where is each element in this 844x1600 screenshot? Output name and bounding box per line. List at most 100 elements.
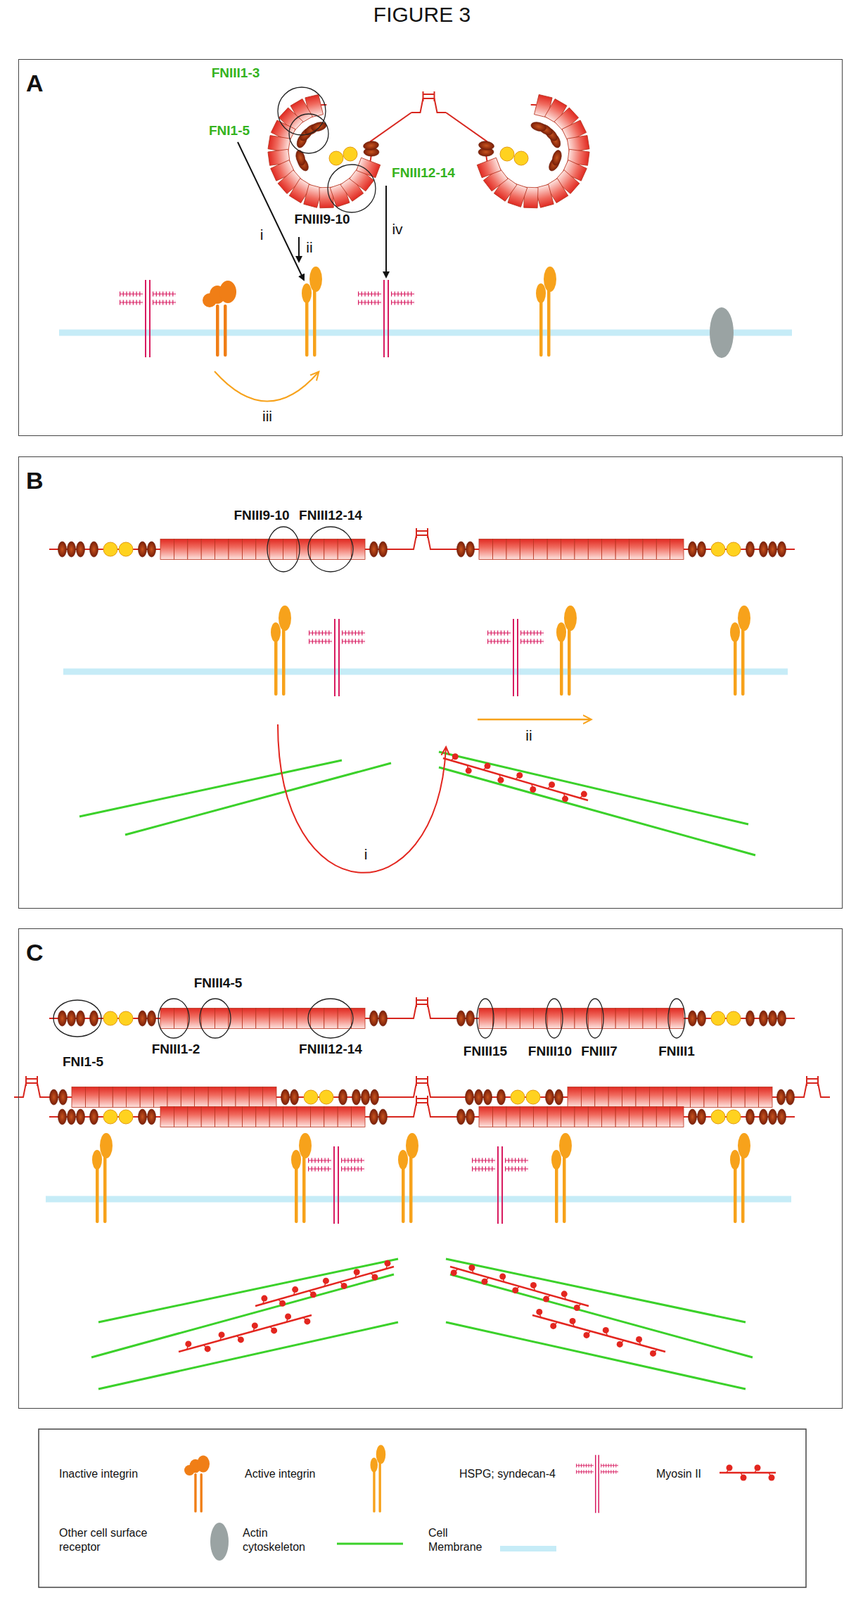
fniii-domain <box>615 1107 629 1128</box>
fnii-domain <box>118 1109 133 1124</box>
fni-domain <box>58 1010 67 1027</box>
domain-label: FNIII12-14 <box>298 507 363 524</box>
panel-letter: C <box>26 938 44 967</box>
disulfide-link <box>387 1076 457 1098</box>
fni-domain <box>759 1109 769 1125</box>
domain-label: FNIII7 <box>580 1043 618 1060</box>
actin-swatch <box>336 1543 404 1546</box>
figure-title: FIGURE 3 <box>373 2 471 27</box>
fniii-domain <box>180 1087 195 1108</box>
fni-domain <box>49 1089 59 1105</box>
fniii-domain <box>587 1107 602 1128</box>
arrow-ii <box>298 237 300 262</box>
fniii-domain <box>690 1087 705 1108</box>
myosin-head <box>602 1327 610 1334</box>
myosin-head <box>497 777 504 784</box>
link-bar <box>416 1076 428 1086</box>
fnii-domain <box>118 1011 133 1026</box>
domain-label: FNIII12-14 <box>298 1041 363 1058</box>
fniii-domain <box>296 1107 311 1128</box>
fniii-domain <box>235 1087 249 1108</box>
disulfide-link <box>387 1095 457 1117</box>
fniii-domain <box>506 539 520 560</box>
myosin-head <box>754 1465 762 1472</box>
myosin-head <box>481 1278 488 1285</box>
fni-domain <box>379 1010 388 1027</box>
fni-domain <box>786 1089 795 1105</box>
fni-domain <box>370 1089 380 1105</box>
myosin-head <box>516 772 523 779</box>
fni-domain <box>76 541 86 558</box>
fni-domain <box>554 1089 564 1105</box>
fibronectin-chain <box>456 1107 795 1128</box>
domain-circle <box>545 998 563 1039</box>
domain-circle <box>53 1000 102 1037</box>
active-integrin <box>301 266 323 357</box>
fniii-domain <box>587 539 602 560</box>
fniii-domain <box>99 1087 113 1108</box>
myosin-head <box>569 1318 577 1325</box>
active-integrin <box>291 1133 312 1224</box>
myosin-filament <box>719 1465 776 1482</box>
myosin-head <box>583 1332 590 1339</box>
fni-domain <box>379 541 388 558</box>
fnii-domain <box>319 1090 334 1105</box>
panel-box: B <box>18 456 843 909</box>
disulfide-link <box>387 528 457 550</box>
domain-circle <box>668 998 686 1039</box>
fnii-domain <box>103 1011 118 1026</box>
link-bar <box>416 1095 428 1106</box>
hspg-symbol <box>471 1146 529 1224</box>
myosin-head <box>580 791 588 798</box>
fniii-domain <box>676 1087 690 1108</box>
myosin-head <box>573 1304 581 1312</box>
active-integrin <box>556 605 577 696</box>
fni-domain <box>369 1010 379 1027</box>
fniii-domain <box>628 1008 643 1029</box>
legend-swatches <box>38 1429 807 1588</box>
fniii-domain <box>201 1008 215 1029</box>
panel-box: C <box>18 928 843 1409</box>
fni-domain <box>497 1089 506 1105</box>
legend-box <box>38 1429 807 1588</box>
myosin-head <box>530 1282 537 1289</box>
fni-domain <box>362 140 380 152</box>
step-numeral: iv <box>391 220 403 238</box>
fniii-domain <box>241 539 256 560</box>
domain-circle <box>586 998 604 1039</box>
fibronectin-chain <box>456 1008 795 1029</box>
fniii-domain <box>580 1087 595 1108</box>
fniii-domain <box>615 539 629 560</box>
fni-domain <box>138 541 147 558</box>
myosin-filament <box>255 1260 394 1307</box>
domain-label: FNIII1-3 <box>211 65 261 81</box>
fni-domain <box>352 1089 361 1105</box>
fni-domain <box>474 1089 484 1105</box>
myosin-head <box>353 1268 361 1276</box>
fibronectin-chain <box>49 1087 388 1108</box>
fniii-domain <box>595 1087 609 1108</box>
fniii-domain <box>663 1087 677 1108</box>
fniii-domain <box>85 1087 99 1108</box>
link-line <box>14 1083 50 1098</box>
fnii-domain <box>103 542 118 557</box>
fniii-domain <box>574 539 588 560</box>
myosin-head <box>468 1264 475 1271</box>
fniii-domain <box>356 157 381 178</box>
inactive-integrin <box>202 280 237 357</box>
fniii-domain <box>533 1008 548 1029</box>
myosin-head <box>450 1269 458 1276</box>
fnii-domain <box>711 1011 726 1026</box>
fniii-domain <box>256 1008 270 1029</box>
fibronectin-chain <box>456 539 795 560</box>
membrane <box>45 332 792 1200</box>
disulfide-link <box>387 997 457 1019</box>
fniii-domain <box>241 1107 256 1128</box>
fniii-domain <box>574 1008 588 1029</box>
fniii-domain <box>139 1087 154 1108</box>
fibronectin-chain <box>49 539 388 560</box>
step-numeral: ii <box>525 727 532 745</box>
fni-domain <box>466 1010 475 1027</box>
myosin-head <box>303 1318 311 1325</box>
cell-membrane <box>45 1196 792 1203</box>
